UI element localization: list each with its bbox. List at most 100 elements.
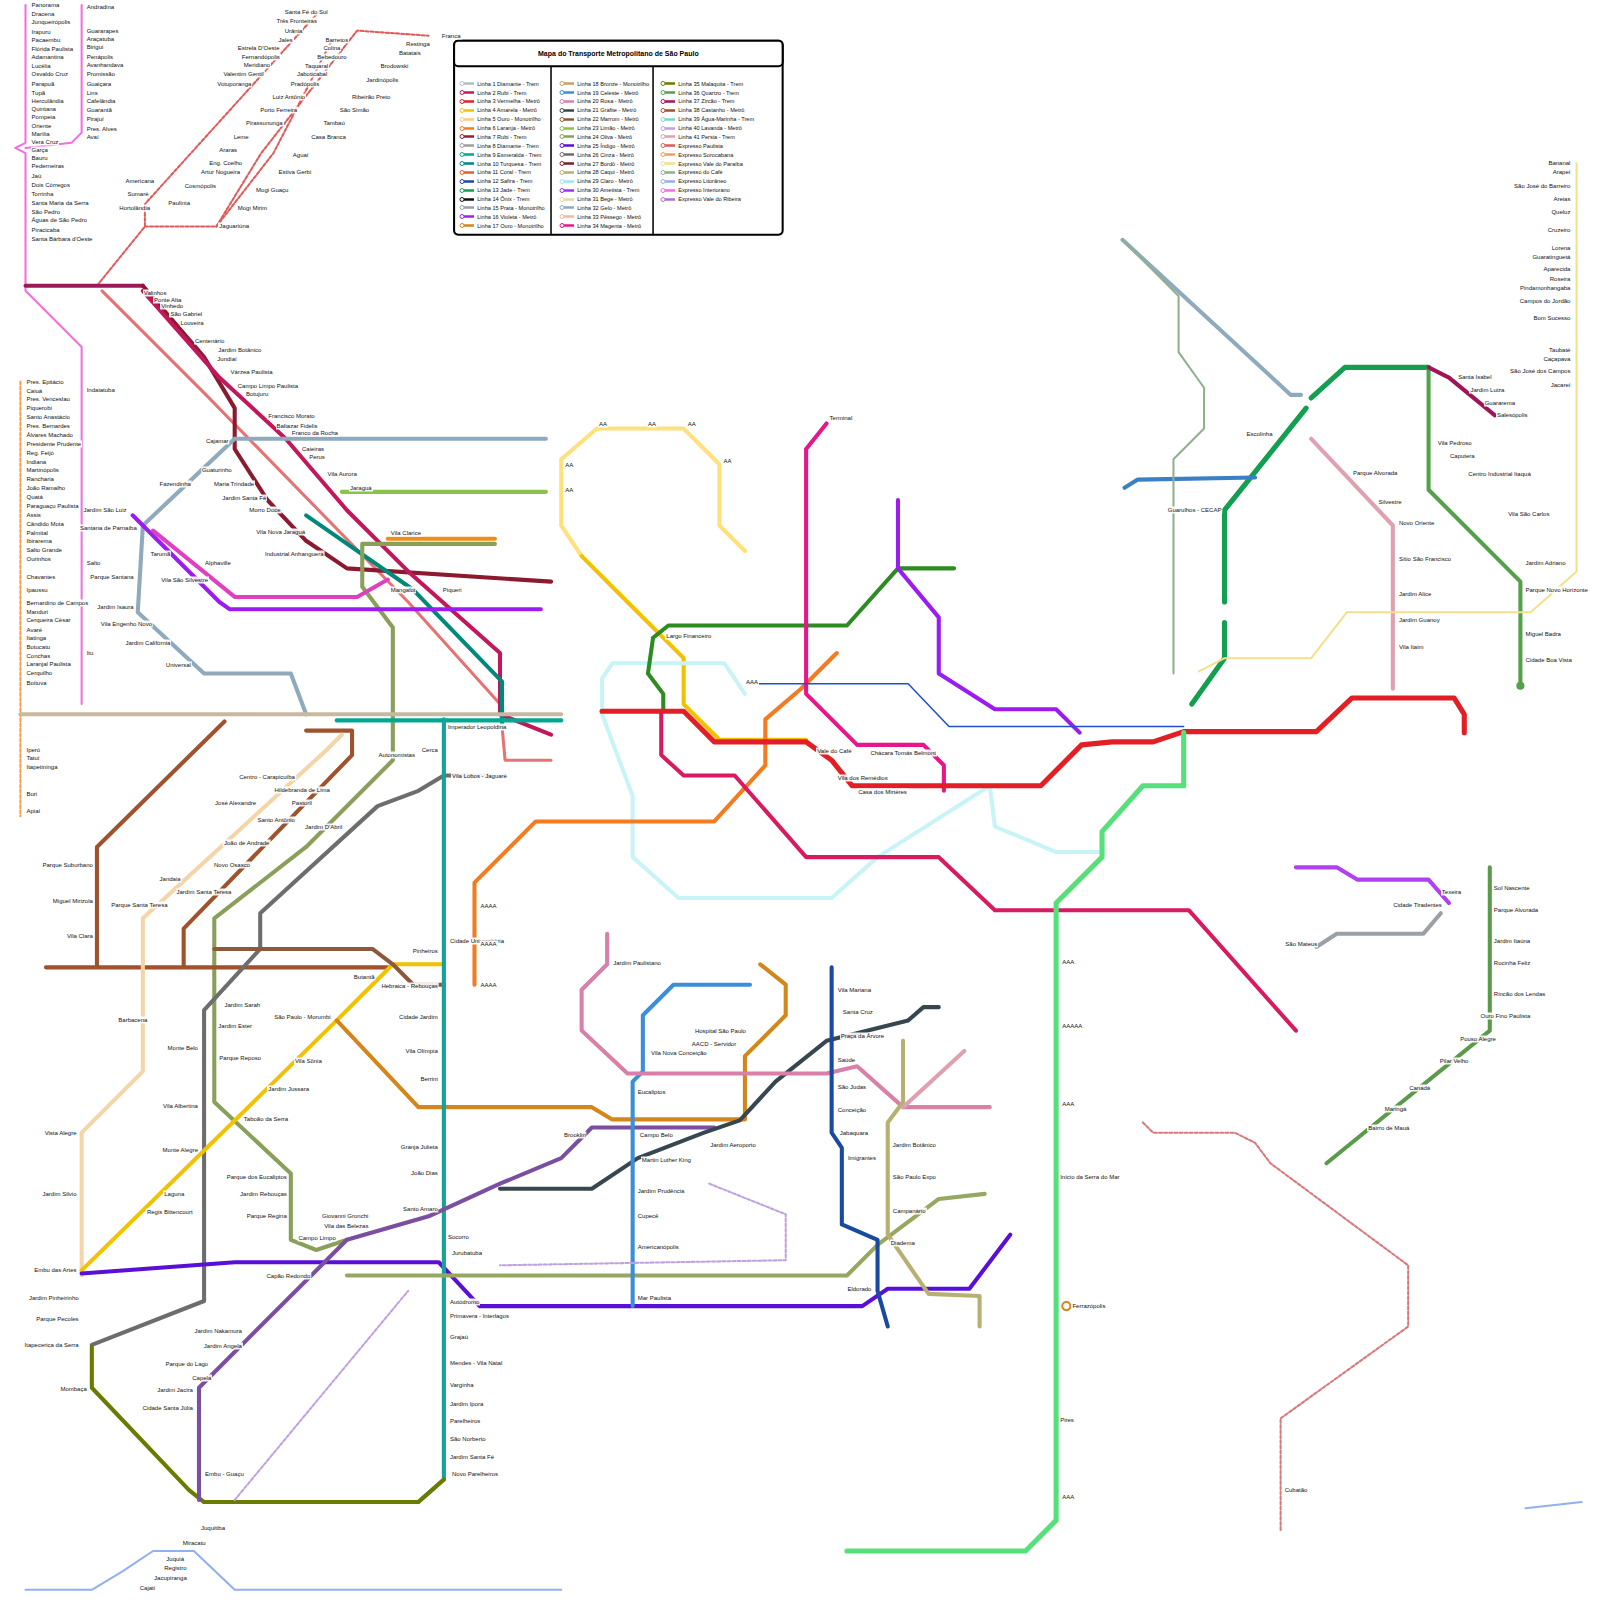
station-label: Guararema — [1484, 400, 1516, 407]
station-label: Parque Regina — [246, 1213, 288, 1220]
legend-dot — [661, 197, 665, 201]
station-label: Tarumã — [149, 551, 171, 558]
station-label: Pirassununga — [245, 120, 284, 127]
transit-line — [388, 537, 495, 541]
legend-dot — [560, 215, 564, 219]
station-label: Araras — [218, 147, 238, 154]
station-label: Jardim Guanoy — [1398, 617, 1441, 624]
station-label: Jardim D'Abril — [304, 823, 343, 830]
legend-item: Linha 1 Diamante - Trem — [459, 80, 539, 87]
legend-dot — [661, 91, 665, 95]
station-label: Colina — [322, 44, 341, 51]
station-label: Vila São Carlos — [1507, 511, 1550, 518]
legend-swatch — [459, 161, 475, 167]
legend-item: Linha 12 Safira - Trem — [459, 178, 532, 185]
legend-item: Linha 14 Ônix - Trem — [459, 196, 529, 203]
legend-text: Expresso Vale do Ribeira — [678, 196, 741, 203]
station-label: Jardim Califórnia — [124, 639, 171, 646]
station-label: Guaiçara — [86, 80, 112, 87]
legend-item: Linha 19 Celeste - Metrô — [559, 89, 638, 96]
station-label: Tupã — [31, 89, 46, 96]
station-label: AAA — [745, 678, 759, 685]
station-label: Avanhandava — [86, 62, 125, 69]
station-label: Cidade Santa Júlia — [142, 1405, 194, 1412]
legend-dot — [560, 108, 564, 112]
station-label: Conceição — [837, 1107, 867, 1114]
legend-dot — [560, 197, 564, 201]
station-label: Campos do Jordão — [1519, 298, 1572, 305]
station-label: Parque do Lago — [164, 1361, 209, 1368]
transit-line — [1122, 240, 1301, 395]
station-label: Pres. Alves — [86, 125, 118, 132]
station-label: Irapuru — [31, 28, 52, 35]
legend-text: Linha 31 Bege - Metrô — [577, 196, 632, 203]
station-label: Jardim Jussara — [267, 1085, 310, 1092]
legend-item: Expresso do Café — [660, 169, 722, 176]
station-label: Meridiano — [243, 62, 271, 69]
legend-text: Linha 37 Zircão - Trem — [678, 98, 734, 105]
station-label: Eldorado — [846, 1285, 872, 1292]
station-label: Cubatão — [1284, 1486, 1309, 1493]
legend-text: Linha 3 Vermelha - Metrô — [477, 98, 540, 105]
station-label: Jardim Ipora — [449, 1401, 484, 1408]
legend-line — [461, 127, 474, 130]
station-label: Cupecê — [637, 1213, 660, 1220]
station-label: Pres. Epitácio — [26, 378, 65, 385]
legend-dot — [560, 224, 564, 228]
station-label: AAAA — [480, 981, 498, 988]
station-label: Pouso Alegre — [1459, 1035, 1497, 1042]
legend-line — [461, 216, 474, 219]
legend-dot — [560, 144, 564, 148]
station-label: Vila Engenho Novo — [100, 621, 153, 628]
station-label: Centenário — [194, 337, 225, 344]
legend-dot — [560, 170, 564, 174]
station-label: AA — [722, 458, 732, 465]
legend-text: Expresso do Café — [678, 169, 722, 176]
legend-swatch — [660, 143, 676, 149]
station-label: Laranjal Paulista — [26, 661, 72, 668]
transit-line — [561, 429, 745, 557]
station-label: Mangalot — [390, 586, 417, 593]
station-label: Industrial Anhanguera — [264, 551, 324, 558]
legend-text: Linha 8 Diamante - Trem — [477, 142, 539, 149]
station-label: AAA — [1061, 1493, 1075, 1500]
transit-line — [214, 544, 495, 1250]
legend-line — [561, 224, 574, 227]
station-label: Caiuá — [26, 387, 44, 394]
station-label: Boituva — [26, 679, 48, 686]
legend-item: Linha 38 Castanho - Metrô — [660, 107, 744, 114]
station-label: Capela — [191, 1374, 212, 1381]
legend-swatch — [459, 125, 475, 131]
legend-text: Linha 16 Violeta - Metrô — [477, 213, 536, 220]
transit-line — [832, 967, 888, 1326]
legend-line — [662, 198, 675, 201]
legend-swatch — [660, 178, 676, 184]
station-label: São Norberto — [449, 1435, 487, 1442]
transit-line — [216, 31, 428, 227]
legend-line — [662, 91, 675, 94]
station-label: Vila Clara — [66, 932, 94, 939]
legend-line — [662, 118, 675, 121]
legend-swatch — [559, 161, 575, 167]
legend-item: Expresso Paulista — [660, 142, 723, 149]
legend-swatch — [559, 152, 575, 158]
station-label: Itapecerica da Serra — [24, 1341, 80, 1348]
station-label: Saúde — [837, 1057, 856, 1064]
station-label: Jardim Sarah — [223, 1002, 261, 1009]
station-label: Valentim Gentil — [222, 71, 264, 78]
station-label: Quintana — [31, 106, 57, 113]
legend-swatch — [660, 98, 676, 104]
legend-dot — [460, 197, 464, 201]
station-label: Osvaldo Cruz — [31, 71, 69, 78]
legend-item: Linha 10 Turquesa - Trem — [459, 160, 541, 167]
map-title: Mapa do Transporte Metropolitano de São … — [538, 50, 699, 57]
station-label: Batatais — [398, 50, 422, 57]
station-label: Americana — [124, 177, 155, 184]
station-label: Rancharia — [26, 476, 55, 483]
station-label: Andradina — [86, 4, 115, 11]
station-label: Vale do Café — [816, 748, 852, 755]
station-label: Vila Mariana — [837, 986, 872, 993]
station-label: Santo Antônio — [257, 817, 296, 824]
transit-line — [145, 41, 332, 227]
station-label: Jardim Rebouças — [239, 1190, 288, 1197]
